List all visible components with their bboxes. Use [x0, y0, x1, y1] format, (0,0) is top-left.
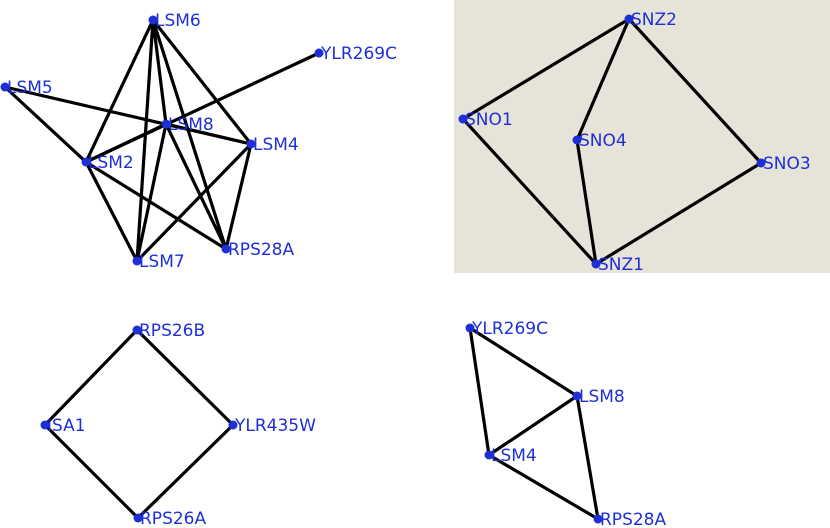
node-label-rps28a: RPS28A [600, 510, 666, 528]
node-snz2[interactable] [624, 14, 634, 24]
node-rps26a[interactable] [133, 513, 143, 523]
edge-lsm8-lsm4 [164, 122, 253, 146]
node-rps26b[interactable] [132, 325, 142, 335]
node-label-rps28a: RPS28A [228, 240, 294, 260]
edge-snz2-sno1 [461, 17, 631, 121]
node-lsm2[interactable] [81, 157, 91, 167]
node-label-ylr435w: YLR435W [234, 416, 316, 436]
edge-lsm8-lsm4 [487, 394, 579, 457]
node-label-isa1: ISA1 [47, 416, 86, 436]
node-isa1[interactable] [40, 420, 50, 430]
edge-lsm2-lsm7 [84, 160, 139, 263]
node-label-sno4: SNO4 [579, 131, 627, 151]
edge-sno3-snz1 [594, 161, 763, 266]
edge-lsm4-rps28a [487, 453, 600, 521]
edge-lsm8-lsm2 [84, 122, 168, 164]
edge-rps26b-isa1 [43, 328, 139, 427]
edge-lsm8-rps28a [575, 394, 600, 521]
node-lsm4[interactable] [484, 450, 494, 460]
highlight-panel [454, 0, 830, 273]
edge-lsm6-lsm2 [84, 18, 155, 164]
node-lsm6[interactable] [148, 15, 158, 25]
edge-lsm4-rps28a [224, 142, 253, 251]
node-rps28a[interactable] [593, 514, 603, 524]
node-sno4[interactable] [572, 135, 582, 145]
node-ylr269c[interactable] [465, 323, 475, 333]
node-label-lsm2: LSM2 [88, 153, 134, 173]
edge-lsm8-lsm7 [135, 122, 168, 263]
edge-snz2-sno3 [627, 17, 763, 165]
edge-lsm8-rps28a [164, 122, 228, 251]
node-lsm7[interactable] [132, 256, 142, 266]
node-label-snz1: SNZ1 [598, 255, 644, 275]
edge-lsm6-lsm8 [151, 18, 168, 126]
node-label-ylr269c: YLR269C [320, 44, 397, 64]
node-label-lsm6: LSM6 [155, 11, 201, 31]
node-sno1[interactable] [458, 114, 468, 124]
node-lsm8[interactable] [161, 119, 171, 129]
node-label-rps26a: RPS26A [140, 509, 206, 528]
node-label-snz2: SNZ2 [631, 10, 677, 30]
node-lsm8[interactable] [572, 391, 582, 401]
edge-ylr435w-rps26a [136, 423, 235, 520]
edge-lsm2-rps28a [84, 160, 228, 251]
edge-lsm6-lsm4 [151, 18, 253, 146]
graph-rps26-complex: RPS26B ISA1 YLR435W RPS26A [40, 321, 316, 528]
edge-lsm6-lsm7 [135, 18, 155, 263]
edge-rps26b-ylr435w [135, 328, 235, 427]
node-label-sno1: SNO1 [465, 110, 513, 130]
node-label-sno3: SNO3 [763, 154, 811, 174]
edge-sno1-snz1 [461, 117, 598, 266]
node-label-lsm5: LSM5 [7, 78, 53, 98]
node-ylr435w[interactable] [228, 420, 238, 430]
edge-lsm5-lsm2 [3, 85, 88, 164]
edge-ylr269c-lsm8 [468, 326, 579, 398]
edge-ylr269c-lsm4 [468, 326, 491, 457]
node-lsm4[interactable] [246, 139, 256, 149]
node-label-ylr269c: YLR269C [471, 319, 548, 339]
node-label-lsm8: LSM8 [579, 387, 625, 407]
edge-lsm4-lsm7 [135, 142, 253, 263]
node-label-lsm8: LSM8 [168, 115, 214, 135]
node-label-rps26b: RPS26B [139, 321, 205, 341]
edge-sno4-snz1 [575, 138, 598, 266]
node-snz1[interactable] [591, 259, 601, 269]
node-lsm5[interactable] [0, 82, 10, 92]
node-rps28a[interactable] [221, 244, 231, 254]
edge-lsm6-rps28a [151, 18, 228, 251]
node-ylr269c[interactable] [314, 48, 324, 58]
node-label-lsm4: LSM4 [491, 446, 537, 466]
node-label-lsm4: LSM4 [253, 135, 299, 155]
edge-isa1-rps26a [43, 423, 140, 520]
node-sno3[interactable] [756, 158, 766, 168]
edge-snz2-sno4 [575, 17, 631, 142]
node-label-lsm7: LSM7 [139, 252, 185, 272]
